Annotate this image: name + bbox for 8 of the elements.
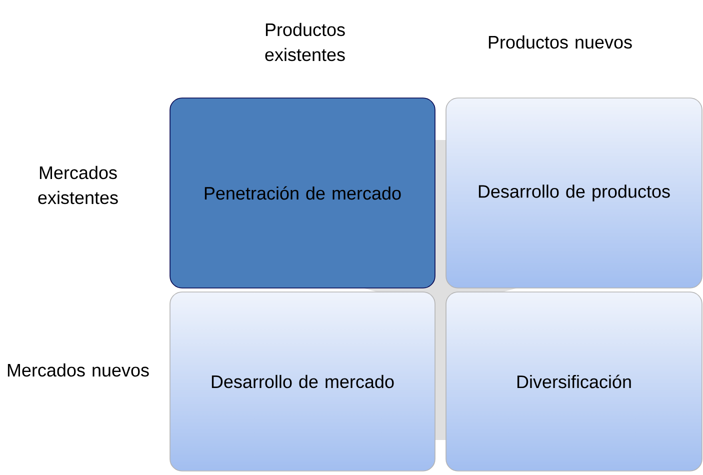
quadrant-box: Desarrollo de productos [446,98,702,288]
axis-label: Productos nuevos [488,35,632,49]
quadrant-box: Diversificación [446,292,702,472]
axis-label: Productos existentes [265,22,345,62]
quadrant-box: Penetración de mercado [170,98,436,288]
quadrant-box: Desarrollo de mercado [170,292,436,472]
axis-label: Mercados existentes [38,166,118,204]
axis-label: Mercados nuevos [8,363,149,377]
